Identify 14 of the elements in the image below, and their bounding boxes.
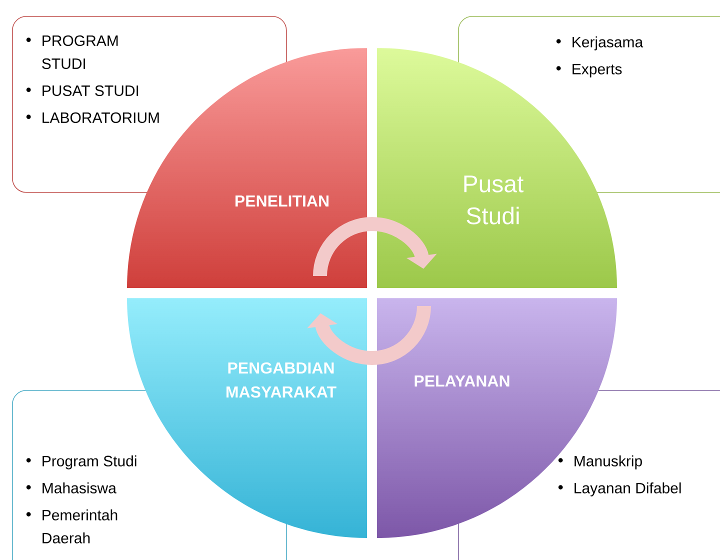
list-item: PUSAT STUDI (26, 85, 138, 96)
quadrant: PENELITIAN (236, 196, 328, 206)
list-item: Kerjasama (556, 36, 644, 50)
quadrant: PELAYANAN (414, 376, 510, 386)
list-item: Pemerintah Daerah (26, 509, 118, 544)
list-item: Experts (556, 64, 622, 78)
quadrant: PENGABDIAN MASYARAKAT (226, 362, 336, 398)
list-item: Manuskrip (558, 455, 642, 470)
list-item: LABORATORIUM (26, 112, 159, 123)
list-item: Mahasiswa (26, 482, 116, 494)
list-item: Layanan Difabel (558, 482, 681, 496)
list-item: PROGRAM STUDI (26, 35, 118, 69)
quadrant: Pusat Studi (464, 176, 524, 224)
list-item: Program Studi (26, 455, 136, 470)
